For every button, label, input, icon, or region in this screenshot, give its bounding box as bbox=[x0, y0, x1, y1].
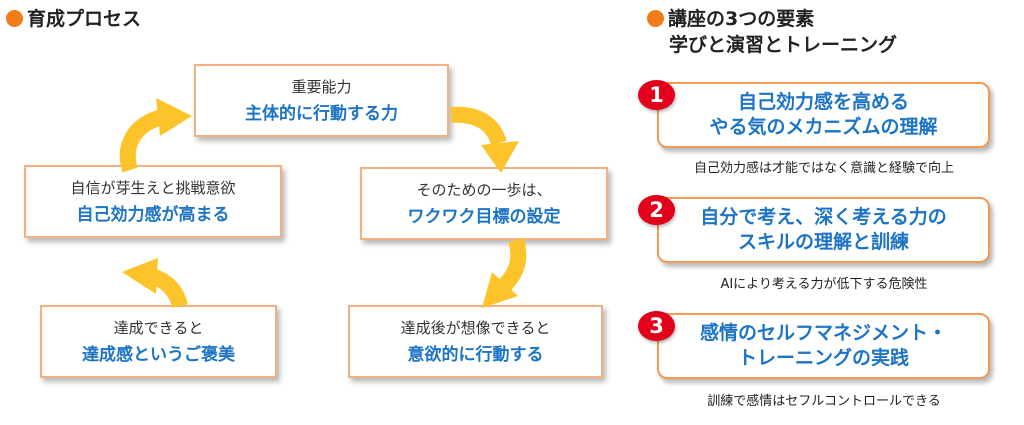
cycle-box-first-step: そのための一歩は、 ワクワク目標の設定 bbox=[360, 167, 608, 240]
cycle-box-caption: 達成後が想像できると bbox=[400, 319, 551, 337]
curved-arrow-icon bbox=[450, 106, 519, 173]
bullet-dot-icon bbox=[6, 10, 23, 27]
cycle-box-motivated-action: 達成後が想像できると 意欲的に行動する bbox=[348, 305, 603, 378]
element-title-line1: 自己効力感を高める bbox=[737, 91, 909, 113]
cycle-box-caption: 重要能力 bbox=[291, 78, 352, 96]
element-title-line2: やる気のメカニズムの理解 bbox=[709, 116, 938, 138]
element-title-line1: 感情のセルフマネジメント・ bbox=[699, 322, 947, 344]
cycle-box-title: 自己効力感が高まる bbox=[76, 205, 230, 225]
course-heading-line1: 講座の3つの要素 bbox=[668, 8, 815, 30]
course-heading: 講座の3つの要素 学びと演習とトレーニング bbox=[647, 6, 897, 58]
curved-arrow-icon bbox=[119, 98, 192, 173]
element-note: AIにより考える力が低下する危険性 bbox=[720, 277, 928, 292]
curved-arrow-icon bbox=[482, 237, 527, 308]
cycle-box-caption: 達成できると bbox=[113, 319, 204, 337]
number-badge: 1 bbox=[638, 80, 675, 110]
process-heading: 育成プロセス bbox=[6, 6, 141, 32]
cycle-box-title: ワクワク目標の設定 bbox=[407, 207, 561, 227]
element-note: 自己効力感は才能ではなく意識と経験で向上 bbox=[693, 161, 954, 176]
bullet-dot-icon bbox=[647, 10, 664, 27]
element-note: 訓練で感情はセフルコントロールできる bbox=[707, 394, 941, 409]
element-box-1: 自己効力感を高める やる気のメカニズムの理解 bbox=[657, 82, 990, 148]
cycle-box-title: 意欲的に行動する bbox=[407, 345, 544, 365]
element-box-3: 感情のセルフマネジメント・ トレーニングの実践 bbox=[657, 313, 990, 379]
cycle-box-key-ability: 重要能力 主体的に行動する力 bbox=[194, 64, 449, 137]
curved-arrow-icon bbox=[122, 258, 188, 309]
cycle-box-reward: 達成できると 達成感というご褒美 bbox=[40, 305, 277, 378]
number-badge: 2 bbox=[638, 195, 675, 225]
element-title-line1: 自分で考え、深く考える力の bbox=[700, 206, 947, 228]
element-box-2: 自分で考え、深く考える力の スキルの理解と訓練 bbox=[657, 197, 990, 263]
cycle-box-title: 主体的に行動する力 bbox=[245, 104, 398, 124]
cycle-box-caption: 自信が芽生えと挑戦意欲 bbox=[70, 179, 236, 197]
cycle-box-title: 達成感というご褒美 bbox=[82, 345, 235, 365]
cycle-box-caption: そのための一歩は、 bbox=[416, 181, 552, 199]
course-heading-line2: 学びと演習とトレーニング bbox=[669, 34, 898, 56]
number-badge: 3 bbox=[638, 311, 675, 341]
cycle-box-self-efficacy: 自信が芽生えと挑戦意欲 自己効力感が高まる bbox=[24, 165, 282, 238]
element-title-line2: トレーニングの実践 bbox=[737, 347, 909, 369]
element-title-line2: スキルの理解と訓練 bbox=[737, 231, 909, 253]
process-heading-text: 育成プロセス bbox=[27, 8, 142, 30]
